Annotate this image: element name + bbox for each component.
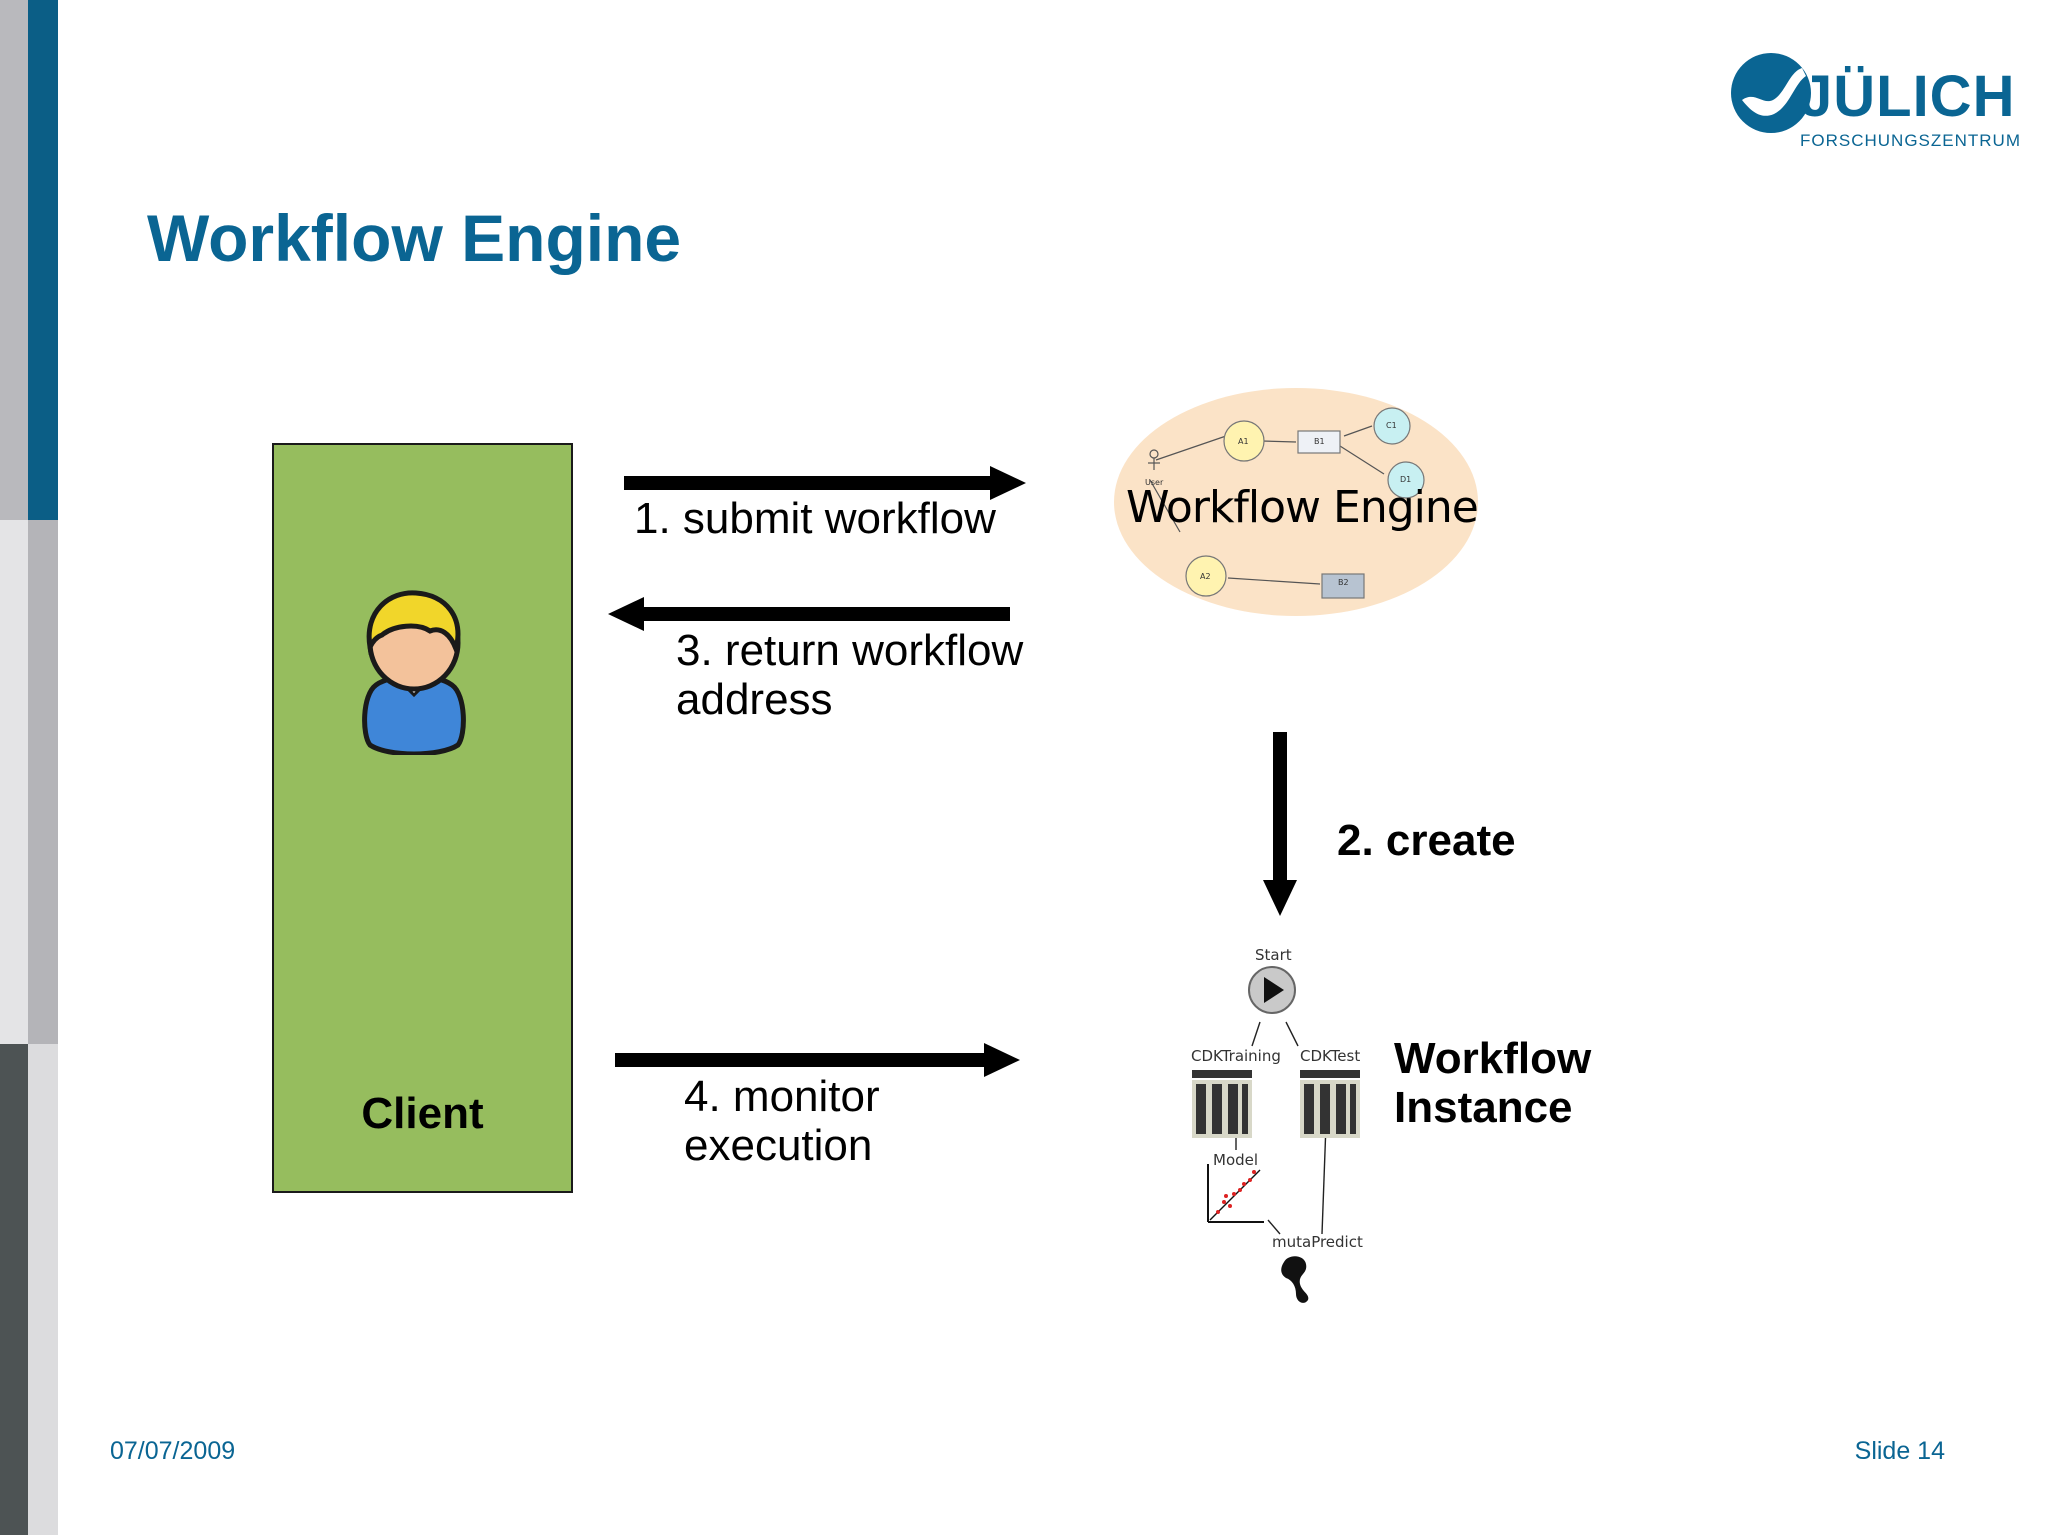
mutapredict-label: mutaPredict [1272,1233,1363,1251]
engine-node-a1-label: A1 [1238,437,1249,446]
return-address-label-line2: address [676,675,833,724]
engine-node-c1 [1373,407,1411,445]
cdktest-label: CDKTest [1300,1047,1361,1065]
sidebar-light-bottom [28,1044,58,1535]
footer-slide-number: Slide 14 [1854,1437,1945,1465]
workflow-instance-diagram [1192,966,1360,1303]
create-arrow [1263,732,1297,916]
monitor-execution-label-line2: execution [684,1121,873,1170]
engine-node-a1 [1223,420,1265,462]
engine-node-user-label: User [1145,478,1164,487]
model-scatter-plot-icon [1207,1164,1264,1223]
engine-node-a2-label: A2 [1200,572,1211,581]
workflow-instance-label-line2: Instance [1394,1083,1573,1132]
workflow-engine-diagram [1114,388,1478,616]
start-label: Start [1255,946,1292,964]
sidebar-gray-top [0,0,28,520]
return-address-label-line1: 3. return workflow [676,626,1024,675]
engine-node-b1-label: B1 [1314,437,1325,446]
logo-subtitle: FORSCHUNGSZENTRUM [1800,131,2021,150]
engine-node-c1-label: C1 [1386,421,1397,430]
monitor-execution-label-line1: 4. monitor [684,1072,880,1121]
client-box: Client [272,443,573,1193]
sidebar-blue-stripe [28,0,58,520]
engine-node-d1-label: D1 [1400,475,1412,484]
submit-arrow [624,466,1026,500]
mutapredict-icon [1281,1256,1309,1303]
start-play-icon [1248,966,1296,1014]
model-label: Model [1213,1151,1259,1169]
engine-node-b1 [1297,430,1341,454]
cdktraining-label: CDKTraining [1191,1047,1281,1065]
slide-title: Workflow Engine [147,201,682,275]
sidebar-light-middle [0,520,28,1044]
engine-node-d1 [1387,461,1425,499]
cdktest-table-icon [1300,1070,1360,1138]
logo-name: JÜLICH [1800,64,2016,129]
monitor-arrow [615,1043,1020,1077]
sidebar-gray-middle [28,520,58,1044]
workflow-engine-label: Workflow Engine [1126,482,1479,533]
footer-date: 07/07/2009 [110,1437,236,1465]
engine-node-b2 [1321,573,1365,599]
workflow-instance-label-line1: Workflow [1394,1034,1592,1083]
cdktraining-table-icon [1192,1070,1252,1138]
julich-logo-icon [1731,53,1811,133]
engine-node-b2-label: B2 [1338,578,1349,587]
return-arrow [608,597,1010,631]
client-label: Client [361,1089,484,1138]
sidebar-dark-bottom [0,1044,28,1535]
engine-node-user-icon [1148,449,1160,470]
submit-workflow-label: 1. submit workflow [634,494,996,543]
user-avatar-icon [362,590,466,755]
create-label: 2. create [1337,816,1516,865]
engine-node-a2 [1185,555,1227,597]
